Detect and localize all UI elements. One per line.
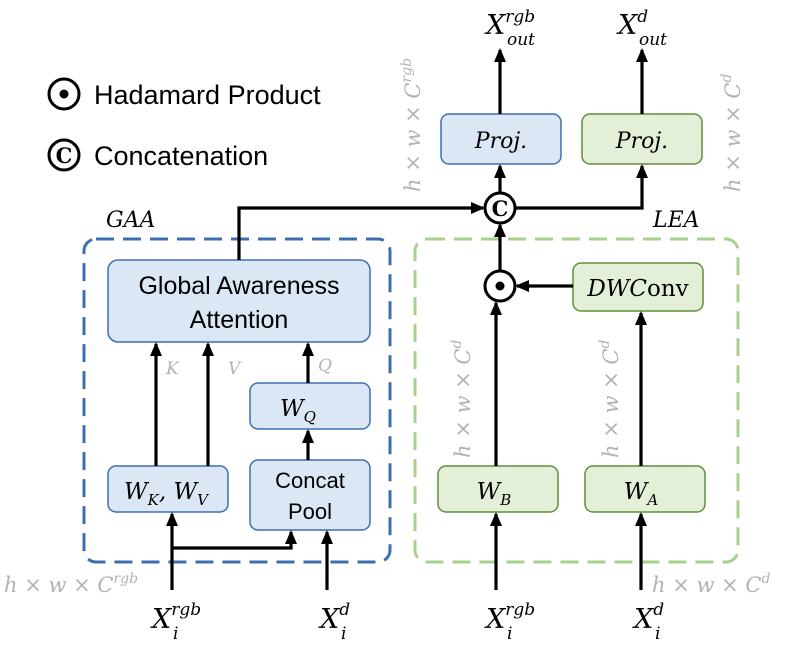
wb-sub: B bbox=[499, 491, 511, 509]
wq-main: W bbox=[280, 396, 306, 422]
output-d-sub: out bbox=[639, 30, 667, 50]
arrow-xrgb-to-concatpool bbox=[172, 530, 297, 550]
wv-main: W bbox=[174, 479, 200, 505]
proj-d-label: Proj. bbox=[615, 129, 668, 154]
output-d-label: Xd out bbox=[616, 7, 667, 50]
wq-sub: Q bbox=[304, 408, 316, 426]
dim-proj-rgb: h × w × Crgb bbox=[399, 58, 425, 192]
hadamard-legend-label: Hadamard Product bbox=[94, 80, 321, 110]
hadamard-legend-icon bbox=[47, 77, 81, 111]
arrow-gaa-to-concat bbox=[237, 202, 485, 260]
dim-gaa-input: h × w × Crgb bbox=[4, 571, 138, 597]
output-d-sup: d bbox=[637, 7, 648, 27]
k-label: K bbox=[165, 359, 180, 379]
concat-pool-line1: Concat bbox=[275, 468, 345, 493]
output-rgb-base: X bbox=[484, 10, 507, 41]
dwconv-italic: DWC bbox=[586, 276, 647, 302]
arrow-concat-to-proj-d bbox=[515, 164, 648, 210]
attention-label-line1: Global Awareness bbox=[138, 272, 339, 300]
output-d-base: X bbox=[616, 10, 639, 41]
wkv-comma: , bbox=[159, 479, 174, 505]
proj-rgb-label: Proj. bbox=[474, 129, 527, 154]
wkv-block: WK, WV bbox=[107, 465, 229, 513]
dim-proj-d: h × w × Cd bbox=[719, 74, 745, 192]
concat-operator-icon: C bbox=[483, 191, 517, 225]
wq-block: WQ bbox=[249, 382, 371, 430]
wb-block: WB bbox=[437, 465, 559, 513]
wb-main: W bbox=[477, 479, 503, 505]
wv-sub: V bbox=[197, 491, 210, 509]
global-awareness-attention-block: Global Awareness Attention bbox=[107, 259, 371, 343]
wa-block: WA bbox=[584, 465, 706, 513]
svg-text:WK, WV: WK, WV bbox=[124, 479, 210, 509]
svg-text:DWConv: DWConv bbox=[586, 276, 688, 302]
concat-legend-symbol: C bbox=[56, 143, 73, 168]
concat-operator-symbol: C bbox=[492, 196, 509, 221]
dim-wa: h × w × Cd bbox=[597, 340, 623, 458]
dwconv-block: DWConv bbox=[572, 262, 704, 312]
svg-text:WB: WB bbox=[477, 479, 512, 509]
lea-module-border bbox=[413, 237, 740, 564]
svg-text:WA: WA bbox=[624, 479, 659, 509]
dwconv-rest: onv bbox=[647, 276, 689, 302]
wa-sub: A bbox=[645, 491, 658, 509]
output-rgb-label: Xrgb out bbox=[484, 7, 535, 50]
wk-sub: K bbox=[147, 491, 160, 509]
svg-text:WQ: WQ bbox=[280, 396, 316, 426]
arrows bbox=[150, 48, 648, 590]
concat-legend-label: Concatenation bbox=[94, 141, 268, 171]
output-rgb-sup: rgb bbox=[505, 7, 535, 27]
hadamard-operator-icon bbox=[483, 269, 517, 303]
output-rgb-sub: out bbox=[507, 30, 535, 50]
v-label: V bbox=[228, 359, 242, 379]
dim-wb: h × w × Cd bbox=[449, 340, 475, 458]
gaa-module-border bbox=[82, 237, 392, 564]
proj-rgb-block: Proj. bbox=[440, 113, 562, 165]
lea-title: LEA bbox=[652, 208, 700, 233]
concat-pool-line2: Pool bbox=[288, 499, 332, 524]
wk-main: W bbox=[124, 479, 150, 505]
gaa-title: GAA bbox=[106, 208, 155, 233]
q-label: Q bbox=[318, 356, 332, 376]
attention-label-line2: Attention bbox=[190, 306, 289, 334]
concat-legend-icon: C bbox=[47, 138, 81, 172]
concat-pool-block: Concat Pool bbox=[249, 459, 371, 531]
wa-main: W bbox=[624, 479, 650, 505]
proj-d-block: Proj. bbox=[581, 113, 703, 165]
legend: Hadamard Product C Concatenation bbox=[47, 77, 321, 172]
dim-lea-input: h × w × Cd bbox=[652, 571, 770, 597]
